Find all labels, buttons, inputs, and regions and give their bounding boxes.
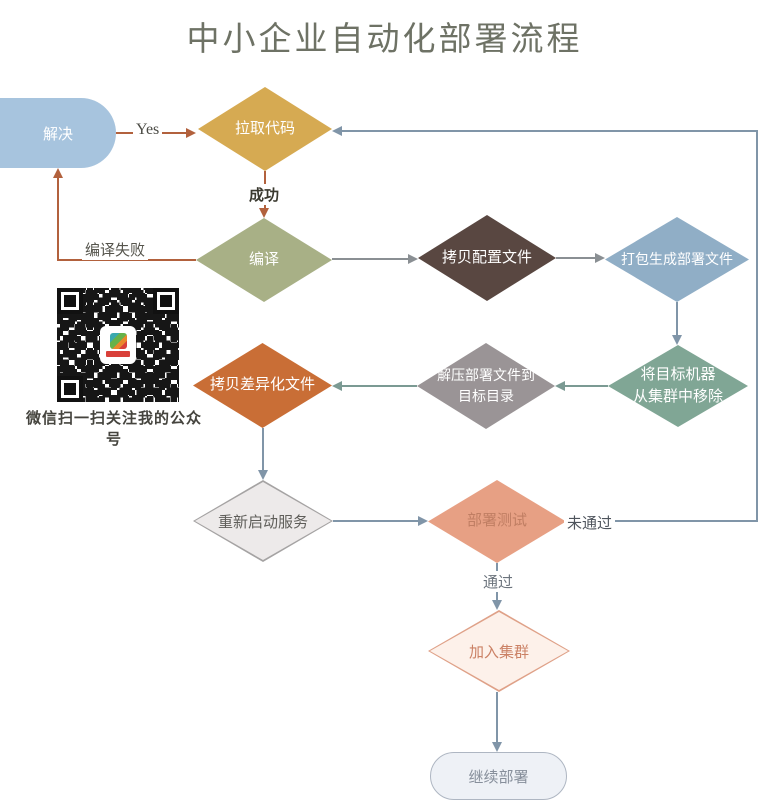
edge-label-yes: Yes bbox=[133, 121, 163, 139]
edge-package-to-remove bbox=[676, 302, 678, 337]
edge-copy-diff-to-restart bbox=[262, 428, 264, 472]
edge-join-to-continue bbox=[496, 692, 498, 744]
qr-finder-top-left-icon bbox=[57, 288, 83, 314]
edge-unzip-to-copy-diff bbox=[341, 385, 417, 387]
page-title: 中小企业自动化部署流程 bbox=[186, 22, 583, 58]
edge-label-not-pass: 未通过 bbox=[564, 512, 616, 533]
edge-copy-config-to-package bbox=[556, 257, 598, 259]
arrowhead-into-copy-config-icon bbox=[408, 254, 418, 264]
node-copy-diff: 拷贝差异化文件 bbox=[193, 343, 332, 428]
edge-remove-to-unzip bbox=[564, 385, 608, 387]
edge-not-pass-bottom bbox=[566, 520, 758, 522]
node-continue-deploy-label: 继续部署 bbox=[468, 768, 529, 786]
node-package-label: 打包生成部署文件 bbox=[621, 251, 733, 267]
node-copy-config: 拷贝配置文件 bbox=[418, 215, 556, 301]
edge-label-pass: 通过 bbox=[480, 571, 517, 592]
arrowhead-into-solve-icon bbox=[53, 168, 63, 178]
arrowhead-into-compile-icon bbox=[259, 208, 269, 218]
arrowhead-into-unzip-icon bbox=[555, 381, 565, 391]
node-copy-diff-label: 拷贝差异化文件 bbox=[209, 376, 315, 394]
node-join-cluster-label: 加入集群 bbox=[468, 643, 529, 661]
node-package: 打包生成部署文件 bbox=[605, 217, 749, 302]
arrowhead-into-join-icon bbox=[492, 600, 502, 610]
qr-code bbox=[57, 288, 179, 402]
edge-not-pass-top bbox=[342, 130, 758, 132]
arrowhead-into-continue-icon bbox=[492, 742, 502, 752]
node-unzip: 解压部署文件到 目标目录 bbox=[417, 343, 555, 429]
node-deploy-test: 部署测试 bbox=[428, 480, 566, 563]
arrowhead-into-restart-icon bbox=[258, 470, 268, 480]
node-compile-label: 编译 bbox=[248, 250, 279, 268]
node-join-cluster: 加入集群 bbox=[428, 610, 570, 692]
node-solve-label: 解决 bbox=[42, 125, 73, 143]
edge-not-pass-vertical bbox=[756, 130, 758, 522]
wechat-logo-icon bbox=[100, 326, 136, 364]
arrowhead-into-test-icon bbox=[418, 516, 428, 526]
qr-finder-top-right-icon bbox=[153, 288, 179, 314]
qr-caption: 微信扫一扫关注我的公众号 bbox=[25, 411, 202, 448]
edge-compile-to-copy-config bbox=[332, 258, 410, 260]
node-unzip-line1: 解压部署文件到 bbox=[437, 367, 535, 383]
node-remove-from-cluster: 将目标机器 从集群中移除 bbox=[608, 345, 748, 427]
node-deploy-test-label: 部署测试 bbox=[466, 512, 527, 530]
arrowhead-into-package-icon bbox=[595, 253, 605, 263]
arrowhead-into-pull-right-icon bbox=[332, 126, 342, 136]
edge-label-compile-fail: 编译失败 bbox=[82, 239, 149, 260]
node-unzip-line2: 目标目录 bbox=[458, 388, 514, 404]
edge-label-success: 成功 bbox=[246, 184, 283, 205]
node-solve: 解决 bbox=[0, 98, 116, 168]
arrowhead-into-pull-icon bbox=[186, 128, 196, 138]
node-pull-code-label: 拉取代码 bbox=[234, 119, 295, 137]
node-continue-deploy: 继续部署 bbox=[430, 752, 567, 800]
node-restart-service: 重新启动服务 bbox=[193, 480, 333, 562]
node-copy-config-label: 拷贝配置文件 bbox=[441, 248, 532, 266]
edge-compile-fail-horizontal bbox=[58, 259, 196, 261]
node-restart-service-label: 重新启动服务 bbox=[217, 513, 308, 531]
arrowhead-into-copy-diff-icon bbox=[332, 381, 342, 391]
arrowhead-into-remove-icon bbox=[672, 335, 682, 345]
edge-compile-fail-vertical bbox=[57, 172, 59, 261]
node-remove-line1: 将目标机器 bbox=[640, 365, 716, 383]
edge-restart-to-test bbox=[333, 520, 420, 522]
node-compile: 编译 bbox=[196, 218, 332, 302]
node-pull-code: 拉取代码 bbox=[198, 87, 332, 171]
node-remove-line2: 从集群中移除 bbox=[632, 388, 723, 405]
qr-finder-bottom-left-icon bbox=[57, 376, 83, 402]
